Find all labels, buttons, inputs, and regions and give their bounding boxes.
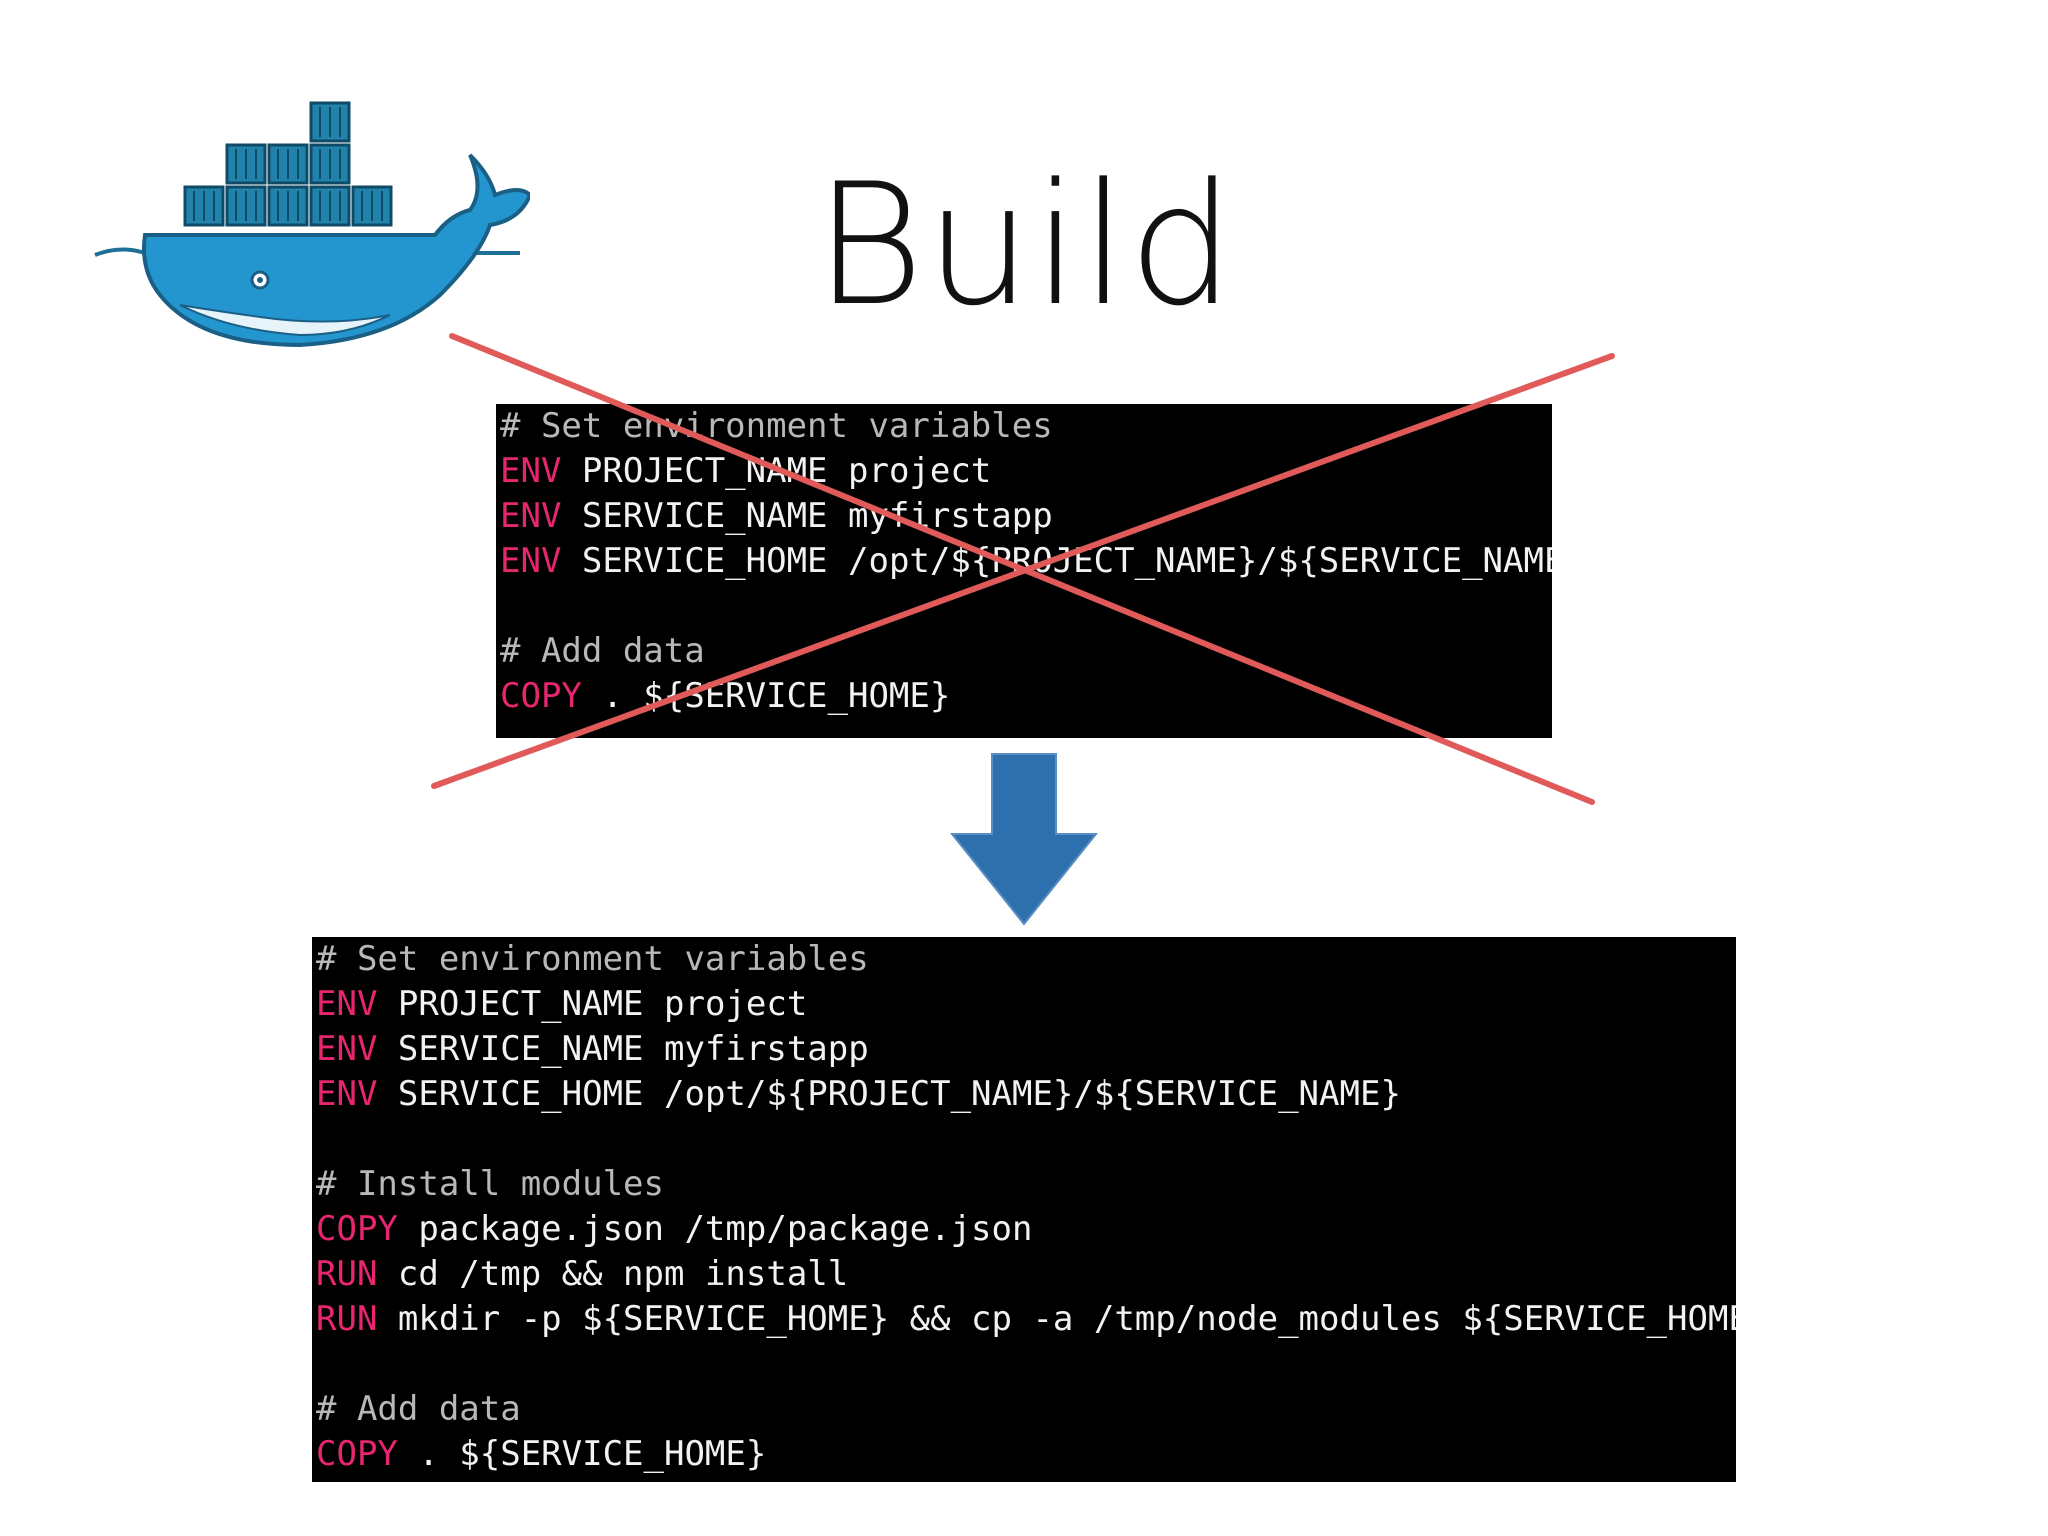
code-line: COPY package.json /tmp/package.json bbox=[312, 1207, 1736, 1252]
code-text: mkdir -p ${SERVICE_HOME} && cp -a /tmp/n… bbox=[377, 1299, 1736, 1339]
code-keyword: ENV bbox=[500, 541, 562, 581]
code-text: cd /tmp && npm install bbox=[377, 1254, 849, 1294]
code-text: PROJECT_NAME project bbox=[377, 984, 808, 1024]
code-line: # Set environment variables bbox=[316, 939, 869, 979]
code-keyword: COPY bbox=[500, 676, 582, 716]
code-line: # Install modules bbox=[316, 1164, 664, 1204]
code-keyword: ENV bbox=[316, 984, 378, 1024]
code-line: RUN cd /tmp && npm install bbox=[312, 1252, 1736, 1297]
code-line: # Set environment variables bbox=[500, 406, 1053, 446]
code-keyword: ENV bbox=[500, 451, 562, 491]
code-keyword: ENV bbox=[316, 1074, 378, 1114]
code-line: # Add data bbox=[500, 631, 705, 671]
code-line: ENV SERVICE_NAME myfirstapp bbox=[312, 1027, 1736, 1072]
code-keyword: COPY bbox=[316, 1434, 398, 1474]
code-text: package.json /tmp/package.json bbox=[397, 1209, 1033, 1249]
code-line: RUN mkdir -p ${SERVICE_HOME} && cp -a /t… bbox=[312, 1297, 1736, 1342]
code-text: SERVICE_HOME /opt/${PROJECT_NAME}/${SERV… bbox=[561, 541, 1552, 581]
slide-title: Build bbox=[814, 147, 1236, 343]
code-text: SERVICE_NAME myfirstapp bbox=[377, 1029, 869, 1069]
code-text: . ${SERVICE_HOME} bbox=[397, 1434, 767, 1474]
code-keyword: RUN bbox=[316, 1299, 378, 1339]
code-keyword: COPY bbox=[316, 1209, 398, 1249]
code-text: SERVICE_NAME myfirstapp bbox=[561, 496, 1053, 536]
code-line: ENV SERVICE_NAME myfirstapp bbox=[496, 494, 1552, 539]
code-text: PROJECT_NAME project bbox=[561, 451, 992, 491]
code-line: # Add data bbox=[316, 1389, 521, 1429]
code-line: ENV PROJECT_NAME project bbox=[496, 449, 1552, 494]
code-line: ENV PROJECT_NAME project bbox=[312, 982, 1736, 1027]
code-line: COPY . ${SERVICE_HOME} bbox=[496, 674, 1552, 719]
old-dockerfile-code: # Set environment variables ENV PROJECT_… bbox=[496, 404, 1552, 738]
code-keyword: ENV bbox=[316, 1029, 378, 1069]
code-keyword: ENV bbox=[500, 496, 562, 536]
code-keyword: RUN bbox=[316, 1254, 378, 1294]
code-text: . ${SERVICE_HOME} bbox=[581, 676, 951, 716]
code-blank-line bbox=[312, 1342, 1736, 1387]
code-blank-line bbox=[496, 584, 1552, 629]
code-line: ENV SERVICE_HOME /opt/${PROJECT_NAME}/${… bbox=[496, 539, 1552, 584]
code-text: SERVICE_HOME /opt/${PROJECT_NAME}/${SERV… bbox=[377, 1074, 1401, 1114]
code-blank-line bbox=[312, 1117, 1736, 1162]
code-line: COPY . ${SERVICE_HOME} bbox=[312, 1432, 1736, 1477]
docker-whale-icon bbox=[94, 101, 530, 348]
code-line: ENV SERVICE_HOME /opt/${PROJECT_NAME}/${… bbox=[312, 1072, 1736, 1117]
arrow-down-icon bbox=[950, 753, 1098, 926]
new-dockerfile-code: # Set environment variables ENV PROJECT_… bbox=[312, 937, 1736, 1482]
